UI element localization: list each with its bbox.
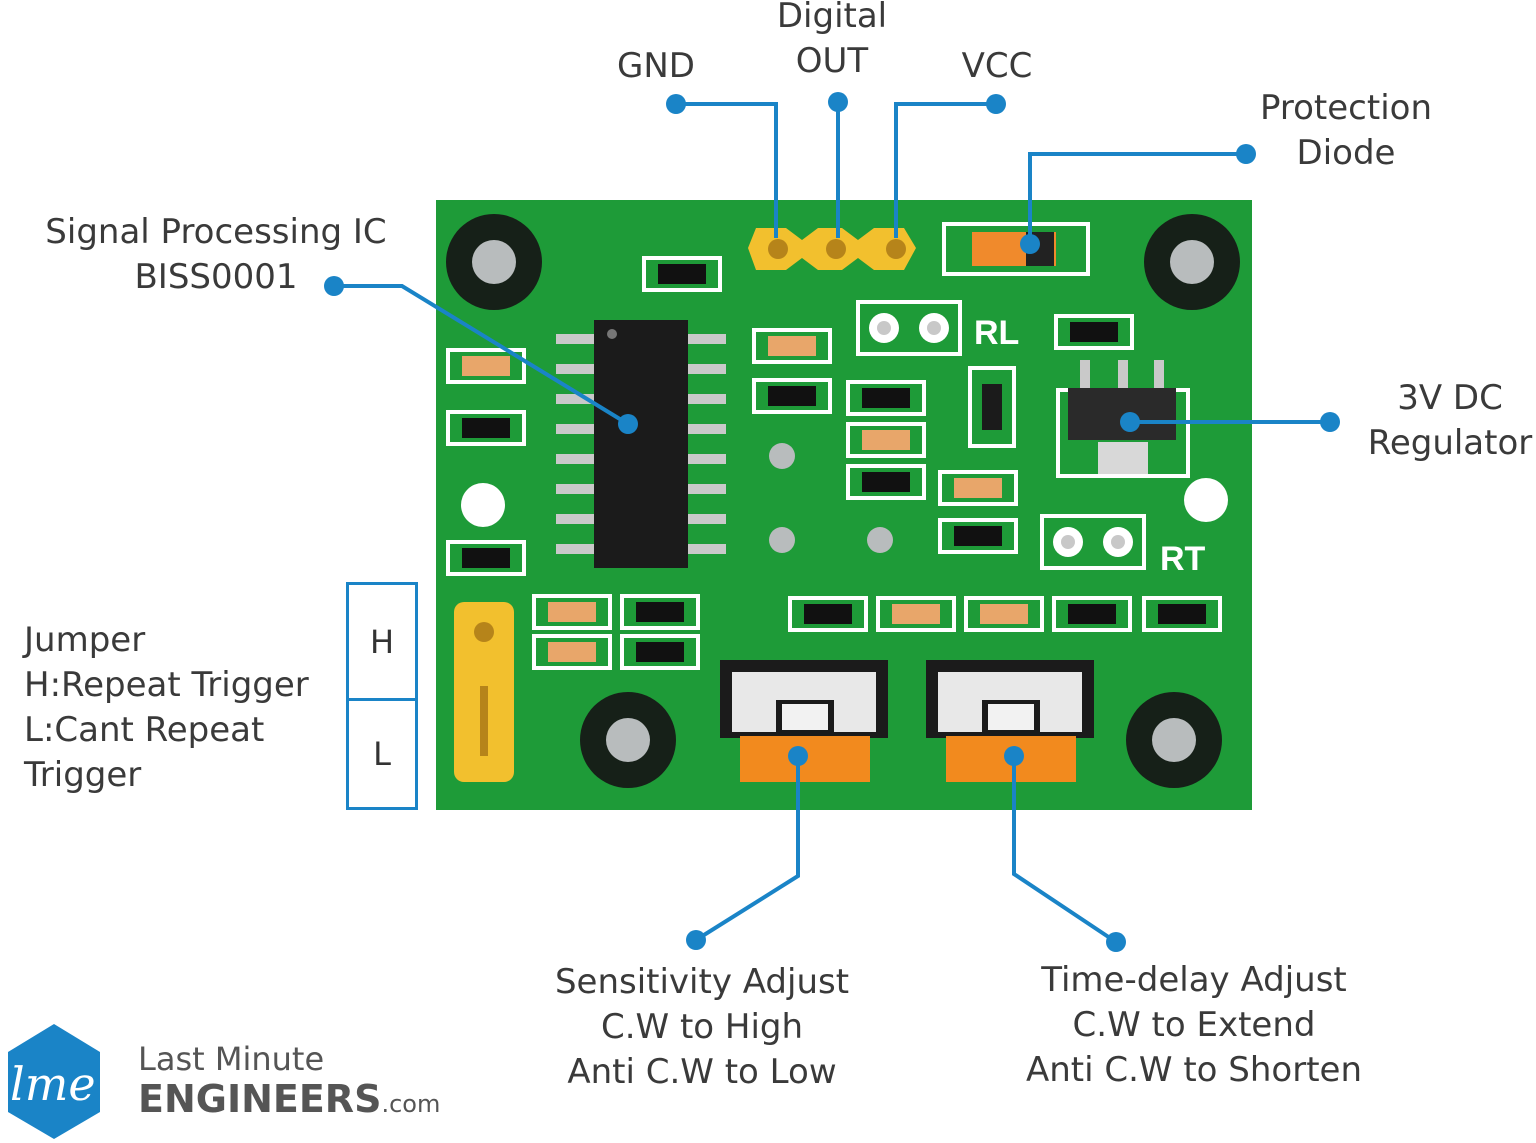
- smd-capacitor: [642, 256, 722, 292]
- label-jumper-line3: L:Cant Repeat: [24, 710, 265, 750]
- label-regulator-line2: Regulator: [1367, 423, 1533, 463]
- ic-pin: [556, 484, 594, 494]
- rl-pads: [856, 300, 962, 356]
- jumper-h-label: H: [369, 623, 395, 661]
- smd-resistor: [532, 594, 612, 630]
- smd-capacitor: [620, 594, 700, 630]
- svg-text:lme: lme: [10, 1057, 96, 1111]
- smd-capacitor: [446, 540, 526, 576]
- label-time-delay: Time-delay Adjust C.W to Extend Anti C.W…: [1018, 958, 1370, 1093]
- ic-pin: [688, 454, 726, 464]
- smd-resistor: [532, 634, 612, 670]
- jumper-l-label: L: [373, 735, 391, 773]
- label-jumper-line2: H:Repeat Trigger: [24, 665, 309, 705]
- ic-pin: [688, 484, 726, 494]
- ic-pin: [688, 334, 726, 344]
- label-regulator-line1: 3V DC: [1397, 378, 1503, 418]
- ic-pin: [556, 454, 594, 464]
- smd-resistor: [752, 328, 832, 364]
- biss0001-ic: [556, 320, 726, 568]
- smd-resistor: [938, 470, 1018, 506]
- rt-mark: RT: [1160, 540, 1206, 578]
- label-time-delay-line1: Time-delay Adjust: [1041, 960, 1347, 1000]
- label-signal-ic: Signal Processing IC BISS0001: [40, 210, 392, 300]
- rt-pads: [1040, 514, 1146, 570]
- ic-pin: [556, 334, 594, 344]
- jumper-header: [454, 602, 514, 782]
- ic-pin: [556, 514, 594, 524]
- jumper-l-box: L: [346, 698, 418, 810]
- label-time-delay-line2: C.W to Extend: [1072, 1005, 1316, 1045]
- smd-resistor: [964, 596, 1044, 632]
- smd-components: [446, 256, 1222, 670]
- label-protection-diode: Protection Diode: [1254, 86, 1438, 176]
- smd-resistor: [876, 596, 956, 632]
- smd-capacitor: [752, 378, 832, 414]
- brand-suffix: .com: [381, 1090, 441, 1118]
- ic-pin: [688, 364, 726, 374]
- smd-capacitor: [1052, 596, 1132, 632]
- label-protection-line1: Protection: [1259, 88, 1432, 128]
- header-pins: [748, 228, 916, 270]
- label-sensitivity-line3: Anti C.W to Low: [567, 1052, 837, 1092]
- label-digital-out-line1: Digital: [776, 0, 888, 36]
- mounting-holes: [446, 214, 1240, 788]
- smd-capacitor: [846, 464, 926, 500]
- vertical-resistor: [968, 366, 1016, 448]
- ic-pin: [556, 544, 594, 554]
- label-signal-ic-line2: BISS0001: [134, 257, 298, 297]
- smd-resistor: [846, 422, 926, 458]
- smd-capacitor: [446, 410, 526, 446]
- smd-capacitor: [1054, 314, 1134, 350]
- smd-capacitor: [620, 634, 700, 670]
- ic-pin: [688, 424, 726, 434]
- ic-pin: [556, 394, 594, 404]
- ic-pin: [688, 394, 726, 404]
- ic-pin: [556, 364, 594, 374]
- label-sensitivity-line1: Sensitivity Adjust: [554, 962, 850, 1002]
- callout-lines: [334, 102, 1330, 944]
- brand-logo-icon: lme: [8, 1024, 100, 1139]
- brand-line1: Last Minute: [138, 1040, 325, 1078]
- label-vcc: VCC: [961, 46, 1033, 86]
- regulator-component: [1056, 360, 1190, 478]
- label-regulator: 3V DC Regulator: [1364, 376, 1536, 466]
- label-sensitivity: Sensitivity Adjust C.W to High Anti C.W …: [550, 960, 854, 1095]
- label-jumper: Jumper H:Repeat Trigger L:Cant Repeat Tr…: [24, 618, 330, 798]
- label-gnd: GND: [617, 46, 695, 86]
- brand-line2: ENGINEERS: [138, 1077, 382, 1121]
- brand-line2-wrap: ENGINEERS.com: [138, 1078, 440, 1125]
- smd-capacitor: [1142, 596, 1222, 632]
- label-protection-line2: Diode: [1296, 133, 1396, 173]
- jumper-h-box: H: [346, 582, 418, 702]
- label-time-delay-line3: Anti C.W to Shorten: [1025, 1050, 1362, 1090]
- ic-pin: [688, 544, 726, 554]
- brand-wordmark: Last Minute ENGINEERS.com: [138, 1040, 440, 1125]
- callout-dots: [324, 92, 1340, 952]
- label-jumper-line4: Trigger: [24, 755, 142, 795]
- diode-component: [942, 222, 1090, 276]
- label-digital-out: Digital OUT: [762, 0, 902, 84]
- label-signal-ic-line1: Signal Processing IC: [45, 212, 387, 252]
- label-jumper-line1: Jumper: [24, 620, 146, 660]
- ic-pin: [556, 424, 594, 434]
- label-sensitivity-line2: C.W to High: [600, 1007, 804, 1047]
- label-digital-out-line2: OUT: [795, 41, 869, 81]
- rl-mark: RL: [974, 314, 1019, 352]
- ic-pin: [688, 514, 726, 524]
- sensitivity-trimpot: [720, 660, 888, 782]
- smd-capacitor: [938, 518, 1018, 554]
- smd-capacitor: [788, 596, 868, 632]
- smd-capacitor: [846, 380, 926, 416]
